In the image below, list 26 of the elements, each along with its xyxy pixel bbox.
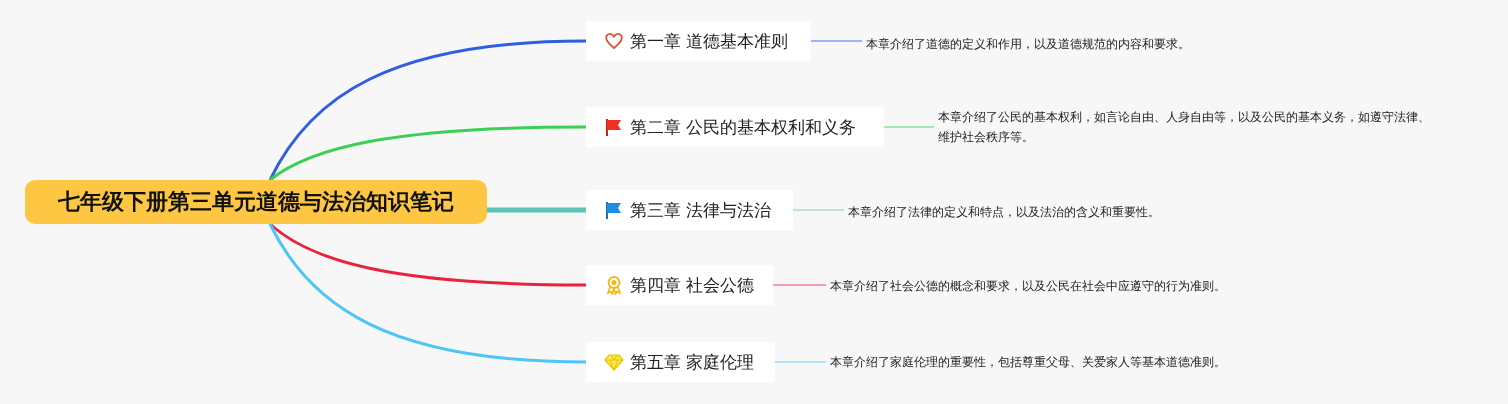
chapter-title: 第二章 公民的基本权利和义务: [630, 115, 857, 139]
central-topic-box: 七年级下册第三单元道德与法治知识笔记: [25, 180, 487, 224]
branch-line: [269, 125, 586, 182]
branch-line: [792, 209, 845, 211]
chapter-title: 第五章 家庭伦理: [630, 350, 755, 374]
branch-line: [269, 222, 586, 287]
branch-line: [883, 126, 935, 128]
branch-line: [268, 39, 587, 181]
chapter-box: [586, 265, 773, 305]
chapter-box: [586, 190, 793, 230]
branch-line: [487, 207, 586, 213]
branch-line: [774, 361, 827, 363]
description-text: 本章介绍了法律的定义和特点，以及法治的含义和重要性。: [848, 202, 1268, 222]
description-text: 本章介绍了家庭伦理的重要性，包括尊重父母、关爱家人等基本道德准则。: [830, 352, 1330, 372]
branch-line: [810, 40, 863, 42]
chapter-title: 第四章 社会公德: [630, 273, 755, 297]
chapter-title: 第三章 法律与法治: [630, 198, 772, 222]
chapter-box: [586, 21, 811, 61]
branch-line: [772, 284, 827, 286]
description-text: 本章介绍了社会公德的概念和要求，以及公民在社会中应遵守的行为准则。: [830, 276, 1330, 296]
chapter-title: 第一章 道德基本准则: [630, 29, 789, 53]
branch-line: [268, 223, 587, 364]
chapter-box: [586, 107, 884, 147]
chapter-box: [586, 342, 775, 382]
description-text: 本章介绍了公民的基本权利，如言论自由、人身自由等，以及公民的基本义务，如遵守法律、维护社会秩序等。: [938, 107, 1438, 147]
description-text: 本章介绍了道德的定义和作用，以及道德规范的内容和要求。: [866, 34, 1286, 54]
